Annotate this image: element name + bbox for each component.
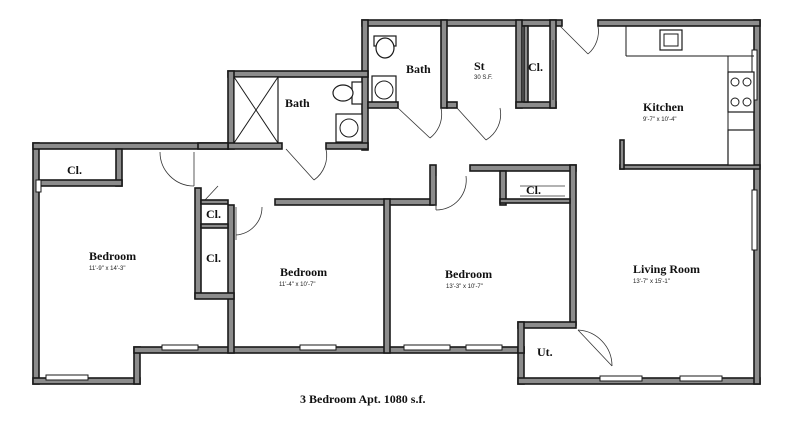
closet-bed3-label: Cl.: [526, 183, 541, 197]
bedroom1-dims: 11'-9" x 14'-3": [89, 266, 125, 272]
plan-caption: 3 Bedroom Apt. 1080 s.f.: [300, 392, 425, 406]
doors: [159, 25, 613, 367]
living-room-label: Living Room: [633, 262, 700, 276]
closet-bed2-upper-label: Cl.: [206, 207, 221, 221]
kitchen-fixtures: [625, 26, 755, 166]
kitchen-label: Kitchen: [643, 100, 684, 114]
bath-fixtures: [233, 35, 399, 144]
closet-bed1-label: Cl.: [67, 163, 82, 177]
storage-dims: 30 S.F.: [474, 75, 493, 81]
stove-icon: [727, 71, 755, 113]
living-room-dims: 13'-7" x 15'-1": [633, 279, 670, 285]
storage-label: St: [474, 59, 485, 73]
bedroom2-label: Bedroom: [280, 265, 327, 279]
utility-label: Ut.: [537, 345, 553, 359]
bath2-label: Bath: [406, 62, 431, 76]
walls: [32, 19, 761, 385]
kitchen-dims: 9'-7" x 10'-4": [643, 117, 677, 123]
bedroom1-label: Bedroom: [89, 249, 136, 263]
bedroom3-label: Bedroom: [445, 267, 492, 281]
bedroom2-dims: 11'-4" x 10'-7": [279, 282, 315, 288]
closet-hall-label: Cl.: [528, 60, 543, 74]
bedroom3-dims: 13'-3" x 10'-7": [446, 284, 483, 290]
bath1-label: Bath: [285, 96, 310, 110]
sink-icon: [659, 29, 683, 51]
closet-walls: [200, 25, 571, 229]
closet-bed2-lower-label: Cl.: [206, 251, 221, 265]
refrigerator-icon: [727, 129, 755, 166]
room-labels: Bedroom 11'-9" x 14'-3" Bedroom 11'-4" x…: [67, 59, 700, 406]
